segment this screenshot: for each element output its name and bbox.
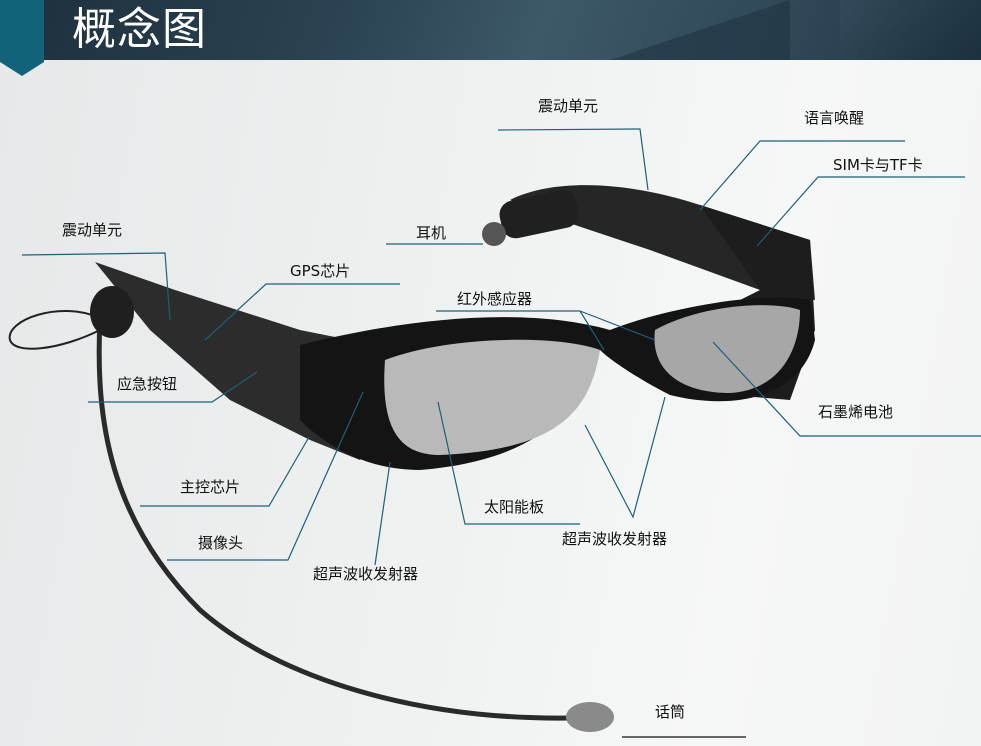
label-microphone: 话筒: [655, 703, 686, 721]
earphone-tip: [482, 222, 506, 246]
leader-infrared-2: [579, 310, 656, 341]
leader-voice-wake: [699, 140, 905, 211]
leader-solar: [437, 401, 580, 525]
page-title: 概念图: [72, 4, 207, 55]
left-lens: [384, 339, 600, 455]
header-facet: [840, 0, 981, 60]
leader-emergency: [88, 371, 258, 403]
microphone-head: [566, 702, 614, 732]
leader-gps: [204, 283, 400, 341]
leader-vibration-right: [497, 128, 649, 191]
label-gps-chip: GPS芯片: [290, 262, 351, 280]
ribbon-bookmark-tip: [0, 62, 44, 76]
leader-lines: [21, 128, 981, 566]
label-vibration-unit-right: 震动单元: [538, 97, 599, 115]
earphone-body: [499, 190, 579, 239]
label-ultrasonic-right: 超声波收发射器: [562, 530, 668, 548]
leader-ultrasonic-left: [374, 461, 391, 566]
label-solar-panel: 太阳能板: [484, 498, 545, 516]
leader-battery: [712, 341, 981, 437]
label-voice-wake: 语言唤醒: [804, 109, 865, 127]
header-facet: [610, 0, 790, 60]
label-vibration-unit-left: 震动单元: [62, 221, 123, 239]
right-temple: [510, 185, 815, 300]
microphone-cable: [96, 319, 571, 721]
lanyard-loop: [8, 310, 101, 350]
label-earphone: 耳机: [416, 224, 447, 242]
left-vibration-pod: [90, 286, 134, 338]
label-graphene-battery: 石墨烯电池: [818, 403, 894, 421]
label-emergency-button: 应急按钮: [117, 375, 178, 393]
label-camera: 摄像头: [198, 534, 244, 552]
leader-vibration-left: [21, 252, 171, 321]
label-ultrasonic-left: 超声波收发射器: [313, 565, 419, 583]
label-sim-tf-card: SIM卡与TF卡: [833, 156, 923, 174]
label-main-chip: 主控芯片: [180, 478, 241, 496]
leader-ultrasonic-right: [584, 396, 666, 519]
leader-sim-tf: [756, 176, 965, 247]
label-infrared-sensor: 红外感应器: [457, 290, 533, 308]
header-banner: [0, 0, 981, 60]
ribbon-bookmark: [0, 0, 44, 62]
leader-main-chip: [140, 436, 310, 507]
right-lens: [654, 305, 800, 393]
leader-camera: [167, 391, 364, 561]
